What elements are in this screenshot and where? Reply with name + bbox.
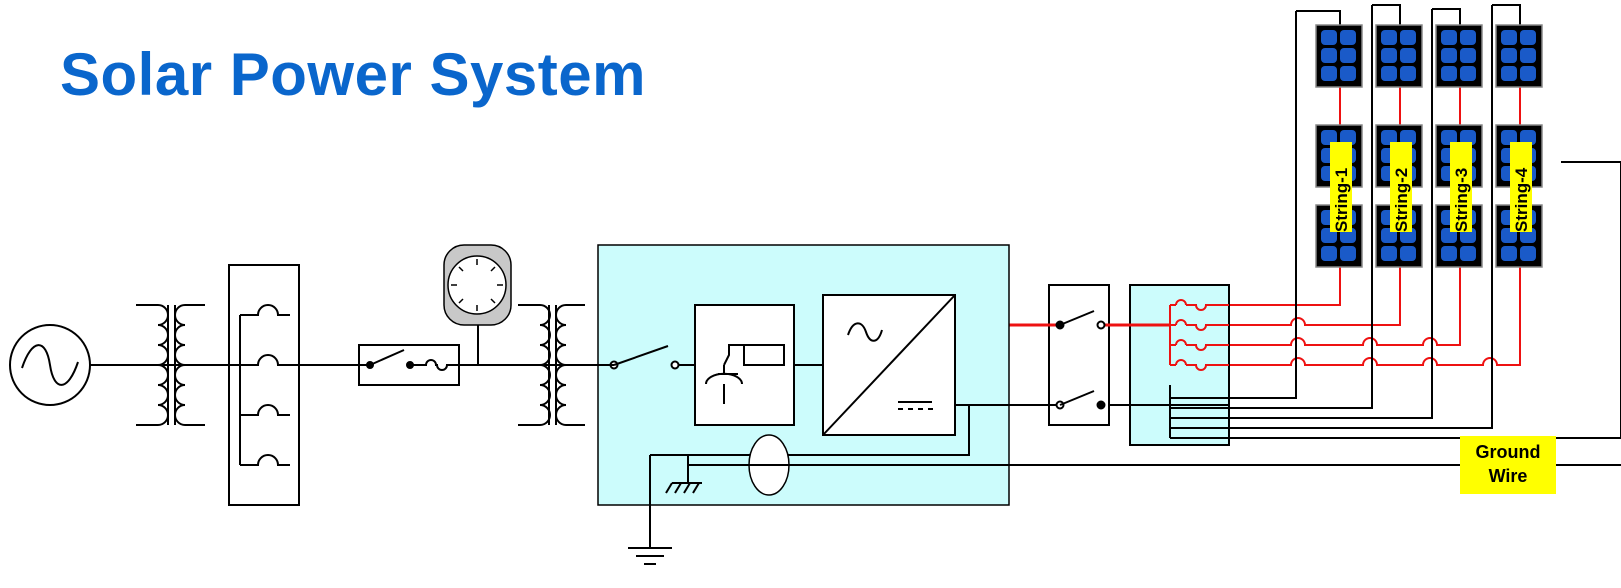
- transformer-1-icon: [136, 304, 205, 426]
- dc-disconnect-switch: [1040, 284, 1118, 426]
- ac-source-icon: [9, 324, 91, 406]
- inverter-internals: [580, 294, 1621, 565]
- string-label-2-text: String-2: [1392, 168, 1411, 232]
- breaker-panel: [205, 264, 360, 506]
- string-label-4: String-4: [1510, 142, 1532, 232]
- string-label-1: String-1: [1330, 142, 1352, 232]
- ground-wire-label: Ground Wire: [1460, 436, 1556, 494]
- solar-panel-icon: [1495, 24, 1543, 88]
- ground-wire-label-line2: Wire: [1489, 466, 1528, 486]
- string-label-4-text: String-4: [1512, 167, 1531, 232]
- string-label-3-text: String-3: [1452, 168, 1471, 232]
- string-label-1-text: String-1: [1332, 168, 1351, 232]
- combiner-negative-bus: [1102, 385, 1229, 439]
- solar-panel-icon: [1315, 24, 1363, 88]
- fused-disconnect: [340, 344, 520, 386]
- ground-wire-label-line1: Ground: [1476, 442, 1541, 462]
- utility-meter: [443, 244, 512, 365]
- string-label-2: String-2: [1390, 142, 1412, 232]
- string-label-3: String-3: [1450, 142, 1472, 232]
- transformer-2-icon: [518, 304, 614, 426]
- diagram-title: Solar Power System: [60, 41, 646, 108]
- solar-panel-icon: [1435, 24, 1483, 88]
- solar-panel-icon: [1375, 24, 1423, 88]
